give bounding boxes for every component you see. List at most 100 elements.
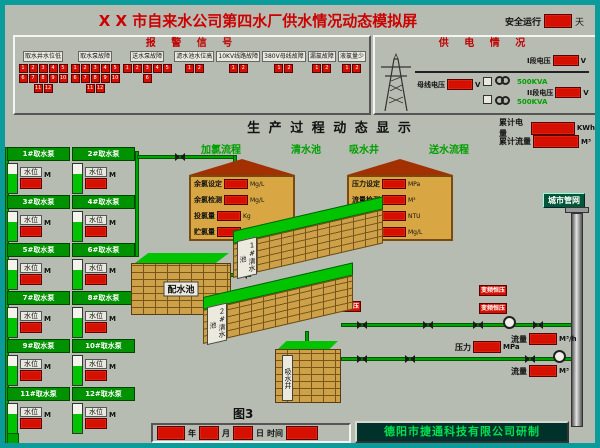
water-level-gauge bbox=[72, 307, 83, 338]
total-flow: 累计流量 M³ bbox=[499, 135, 591, 148]
total-energy-value bbox=[531, 121, 575, 135]
alarm-panel-title: 报 警 信 号 bbox=[145, 38, 239, 49]
water-level-unit: M bbox=[44, 315, 51, 323]
flow-total-unit: M³ bbox=[559, 367, 570, 375]
pipe bbox=[135, 151, 139, 257]
page-title: X X 市自来水公司第四水厂供水情况动态模拟屏 bbox=[98, 12, 418, 30]
water-level-gauge bbox=[72, 163, 83, 194]
water-level-value bbox=[85, 274, 107, 285]
network-pipe-cap bbox=[565, 207, 589, 213]
tank-front: 吸水井 bbox=[275, 349, 341, 403]
water-level-label: 水位 bbox=[85, 263, 107, 273]
process-title: 生 产 过 程 动 态 显 示 bbox=[247, 121, 413, 136]
alarm-indicator: 5 bbox=[110, 64, 120, 73]
alarm-indicator: 1 bbox=[228, 64, 238, 73]
network-main-pipe bbox=[571, 213, 583, 427]
alarm-indicator: 2 bbox=[28, 64, 38, 73]
water-level-unit: M bbox=[44, 171, 51, 179]
alarm-indicator: 3 bbox=[90, 64, 100, 73]
total-flow-label: 累计流量 bbox=[499, 137, 531, 146]
safety-days-value bbox=[544, 14, 573, 28]
alarm-group-label: 10KV线路故障 bbox=[216, 51, 261, 62]
transformer-icon bbox=[495, 76, 510, 85]
alarm-group-label: 380V母线故障 bbox=[262, 51, 306, 62]
house-row: 余氯设定 Mg/L bbox=[194, 179, 290, 189]
water-level-value bbox=[85, 178, 107, 189]
tank-label: 吸水井 bbox=[282, 355, 293, 401]
date-panel: 年 月 日 时间 bbox=[151, 423, 351, 443]
intake-pump-unit: 8#取水泵 水位 M bbox=[72, 291, 135, 338]
flow-rate-meter: 流量 M³/h bbox=[511, 333, 577, 345]
alarm-indicator: 12 bbox=[95, 84, 105, 93]
water-level-value bbox=[85, 370, 107, 381]
pump-label: 4#取水泵 bbox=[72, 195, 135, 209]
intake-pump-unit: 7#取水泵 水位 M bbox=[7, 291, 70, 338]
section2-value bbox=[555, 87, 582, 98]
row-unit: Mg/L bbox=[250, 196, 265, 204]
section1-unit: V bbox=[580, 56, 587, 65]
pump-label: 8#取水泵 bbox=[72, 291, 135, 305]
alarm-indicator: 3 bbox=[38, 64, 48, 73]
alarm-indicator: 1 bbox=[70, 64, 80, 73]
water-level-value bbox=[20, 418, 42, 429]
safety-unit: 天 bbox=[575, 17, 585, 28]
day-label: 日 bbox=[256, 428, 264, 438]
alarm-indicator: 1 bbox=[342, 64, 352, 73]
water-level-value bbox=[20, 370, 42, 381]
water-level-label: 水位 bbox=[85, 407, 107, 417]
pump-label: 12#取水泵 bbox=[72, 387, 135, 401]
vfd-tag: 变频恒压 bbox=[479, 303, 507, 314]
water-level-label: 水位 bbox=[85, 215, 107, 225]
water-level-gauge bbox=[72, 403, 83, 434]
water-level-unit: M bbox=[109, 219, 116, 227]
alarm-indicator: 2 bbox=[352, 64, 362, 73]
alarm-indicator: 5 bbox=[58, 64, 68, 73]
row-unit: Mg/L bbox=[408, 228, 423, 236]
day-value bbox=[233, 426, 253, 440]
year-label: 年 bbox=[188, 428, 196, 438]
transformer1-rating: 500KVA bbox=[517, 78, 548, 86]
alarm-indicator: 1 bbox=[184, 64, 194, 73]
alarm-group-label: 送水泵故障 bbox=[130, 51, 165, 62]
bus-voltage-value bbox=[447, 79, 473, 90]
alarm-indicator: 10 bbox=[58, 74, 68, 83]
alarm-indicator: 4 bbox=[48, 64, 58, 73]
transmission-tower-icon bbox=[381, 53, 411, 111]
tank-top bbox=[135, 253, 229, 263]
chlorine-flow-label: 加氯流程 bbox=[201, 145, 241, 156]
intake-pump-unit: 3#取水泵 水位 M bbox=[7, 195, 70, 242]
water-level-value bbox=[20, 274, 42, 285]
house-row: 压力设定 MPa bbox=[352, 179, 448, 189]
alarm-group-label: 取水泵故障 bbox=[78, 51, 113, 62]
water-level-gauge bbox=[7, 259, 18, 290]
flow-total-meter: 流量 M³ bbox=[511, 365, 569, 377]
pump-label: 10#取水泵 bbox=[72, 339, 135, 353]
alarm-indicator: 2 bbox=[284, 64, 294, 73]
total-flow-unit: M³ bbox=[581, 137, 592, 146]
valve-icon bbox=[175, 153, 185, 161]
alarm-indicator: 8 bbox=[38, 74, 48, 83]
water-level-gauge bbox=[7, 307, 18, 338]
pump-label: 2#取水泵 bbox=[72, 147, 135, 161]
alarm-indicator: 2 bbox=[80, 64, 90, 73]
water-level-label: 水位 bbox=[85, 359, 107, 369]
breaker-icon bbox=[483, 77, 492, 86]
water-level-label: 水位 bbox=[20, 215, 42, 225]
pressure-label: 压力 bbox=[455, 342, 471, 352]
suction-well-label: 吸水井 bbox=[349, 145, 379, 156]
row-label: 压力设定 bbox=[352, 180, 380, 188]
pipe-stub bbox=[7, 433, 19, 443]
row-unit: M³ bbox=[408, 196, 416, 204]
tank-label: 1#清水池 bbox=[237, 236, 257, 280]
water-level-label: 水位 bbox=[20, 263, 42, 273]
alarm-indicator: 11 bbox=[85, 84, 95, 93]
vfd-tag: 变频恒压 bbox=[479, 285, 507, 296]
